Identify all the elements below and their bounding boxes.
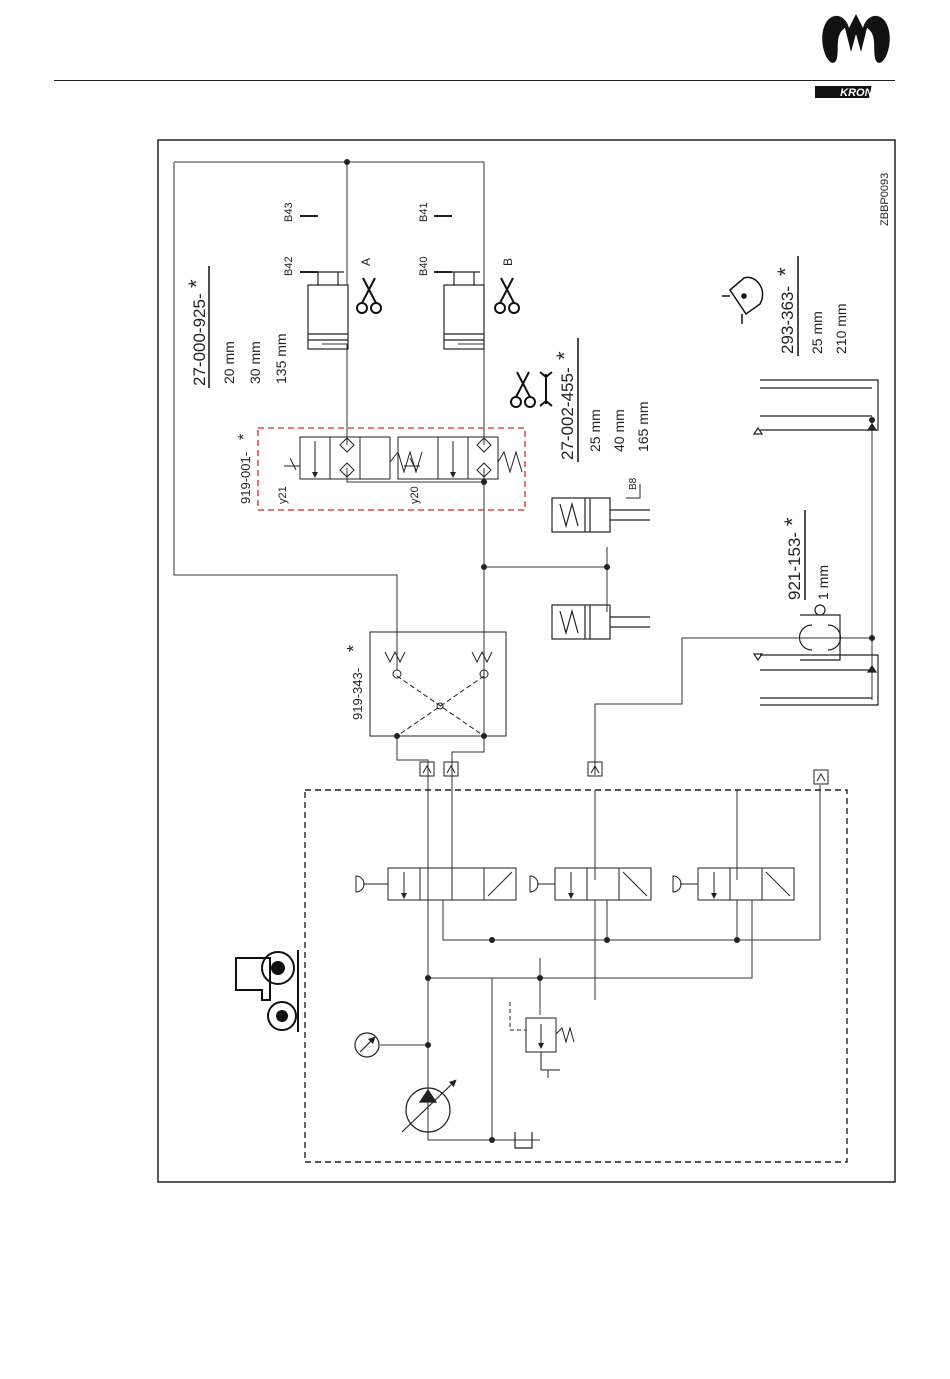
port-b: B xyxy=(501,258,515,266)
sensor-b8: B8 xyxy=(628,477,639,490)
knife-cylinder-spec-3: 165 mm xyxy=(635,401,651,452)
valve-block-outline xyxy=(258,428,525,510)
knife-cylinder-marker: * xyxy=(552,351,577,360)
accumulator-lower xyxy=(754,654,878,705)
cylinder-b xyxy=(444,272,484,349)
sensor-b43: B43 xyxy=(283,202,295,222)
drawing-code: ZBBP0093 xyxy=(879,173,891,226)
hydraulic-lines xyxy=(174,162,872,1140)
sensor-b41: B41 xyxy=(418,202,430,222)
accumulator-icon xyxy=(722,277,763,324)
sensor-b42: B42 xyxy=(283,256,295,276)
crossover-valve-marker: * xyxy=(344,645,364,652)
knife-cylinder-lower xyxy=(552,605,650,639)
valve-block-marker: * xyxy=(236,434,253,440)
throttle-spec-1: 1 mm xyxy=(815,565,831,600)
scissors-icon xyxy=(357,278,381,313)
knife-cylinder-spec-2: 40 mm xyxy=(611,409,627,452)
accumulator-spec-2: 210 mm xyxy=(833,303,849,354)
accumulator-marker: * xyxy=(773,267,798,276)
pressure-relief-valve xyxy=(510,1002,574,1078)
valve-y21 xyxy=(284,437,422,479)
accumulator-upper xyxy=(754,380,878,434)
knife-cylinder-spec-1: 25 mm xyxy=(587,409,603,452)
throttle-marker: * xyxy=(780,517,805,526)
knife-cylinder-upper xyxy=(552,498,650,532)
accumulator-spec-1: 25 mm xyxy=(809,311,825,354)
tractor-unit-outline xyxy=(305,790,847,1162)
valve-block-number: 919-001- xyxy=(238,452,253,504)
control-valve-1 xyxy=(356,868,516,900)
port-a: A xyxy=(359,258,373,266)
cylinder-kit-marker: * xyxy=(184,279,209,288)
crossover-valve xyxy=(370,632,506,736)
control-valve-3 xyxy=(673,868,794,900)
wrench-icon xyxy=(540,372,552,406)
throttle-number: 921-153- xyxy=(785,532,804,600)
sensor-b40: B40 xyxy=(418,256,430,276)
coupler-ports xyxy=(420,762,828,784)
pressure-gauge-icon xyxy=(355,1033,379,1057)
accumulator-number: 293-363- xyxy=(778,286,797,354)
scissors-icon xyxy=(495,278,519,313)
cylinder-kit-spec-3: 135 mm xyxy=(273,333,289,384)
knife-cylinder-number: 27-002-455- xyxy=(558,367,577,460)
control-valve-2 xyxy=(530,868,651,900)
tractor-icon xyxy=(236,950,298,1032)
cylinder-kit-spec-2: 30 mm xyxy=(247,341,263,384)
valve-y20 xyxy=(398,437,522,479)
scissors-icon xyxy=(511,372,535,407)
crossover-valve-number: 919-343- xyxy=(350,668,365,720)
solenoid-y21: y21 xyxy=(277,486,289,504)
solenoid-y20: y20 xyxy=(409,486,421,504)
cylinder-kit-number: 27-000-925- xyxy=(190,293,209,386)
cylinder-a xyxy=(308,272,348,349)
throttle-valve xyxy=(800,605,841,660)
cylinder-kit-spec-1: 20 mm xyxy=(221,341,237,384)
